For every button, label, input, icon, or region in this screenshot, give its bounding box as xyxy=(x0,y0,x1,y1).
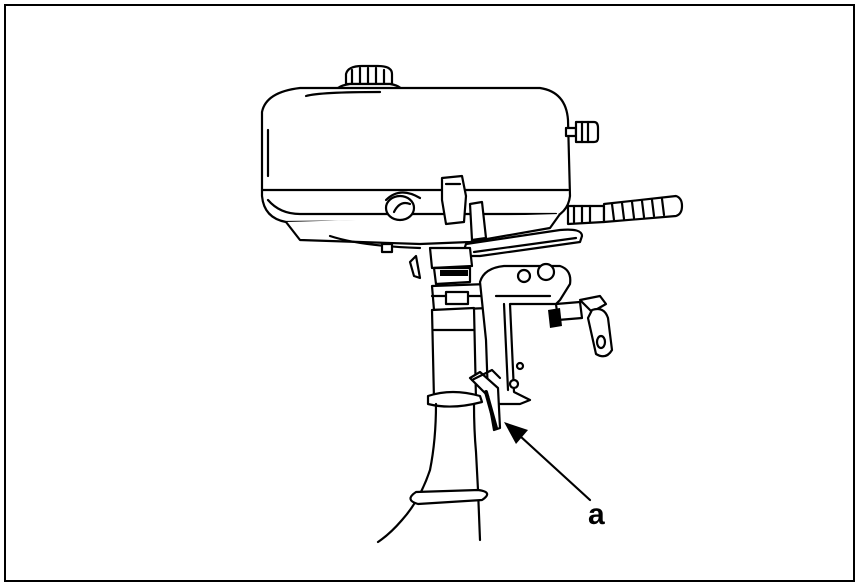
tilt-support-rod xyxy=(468,368,502,432)
clamp-bracket xyxy=(478,262,572,406)
lower-cowling xyxy=(285,213,561,250)
primer-dial xyxy=(384,191,422,222)
cowling-latch xyxy=(440,174,488,242)
callout-label-a: a xyxy=(588,498,605,531)
callout-arrow xyxy=(504,422,592,502)
clamp-screw xyxy=(548,294,614,358)
engine-cowling xyxy=(260,86,572,224)
drive-shaft-housing xyxy=(376,306,489,544)
tiller-handle xyxy=(566,194,684,226)
shift-plate xyxy=(460,228,584,258)
choke-knob xyxy=(564,120,600,144)
swivel-collar xyxy=(430,282,492,312)
swivel-head xyxy=(380,242,474,286)
